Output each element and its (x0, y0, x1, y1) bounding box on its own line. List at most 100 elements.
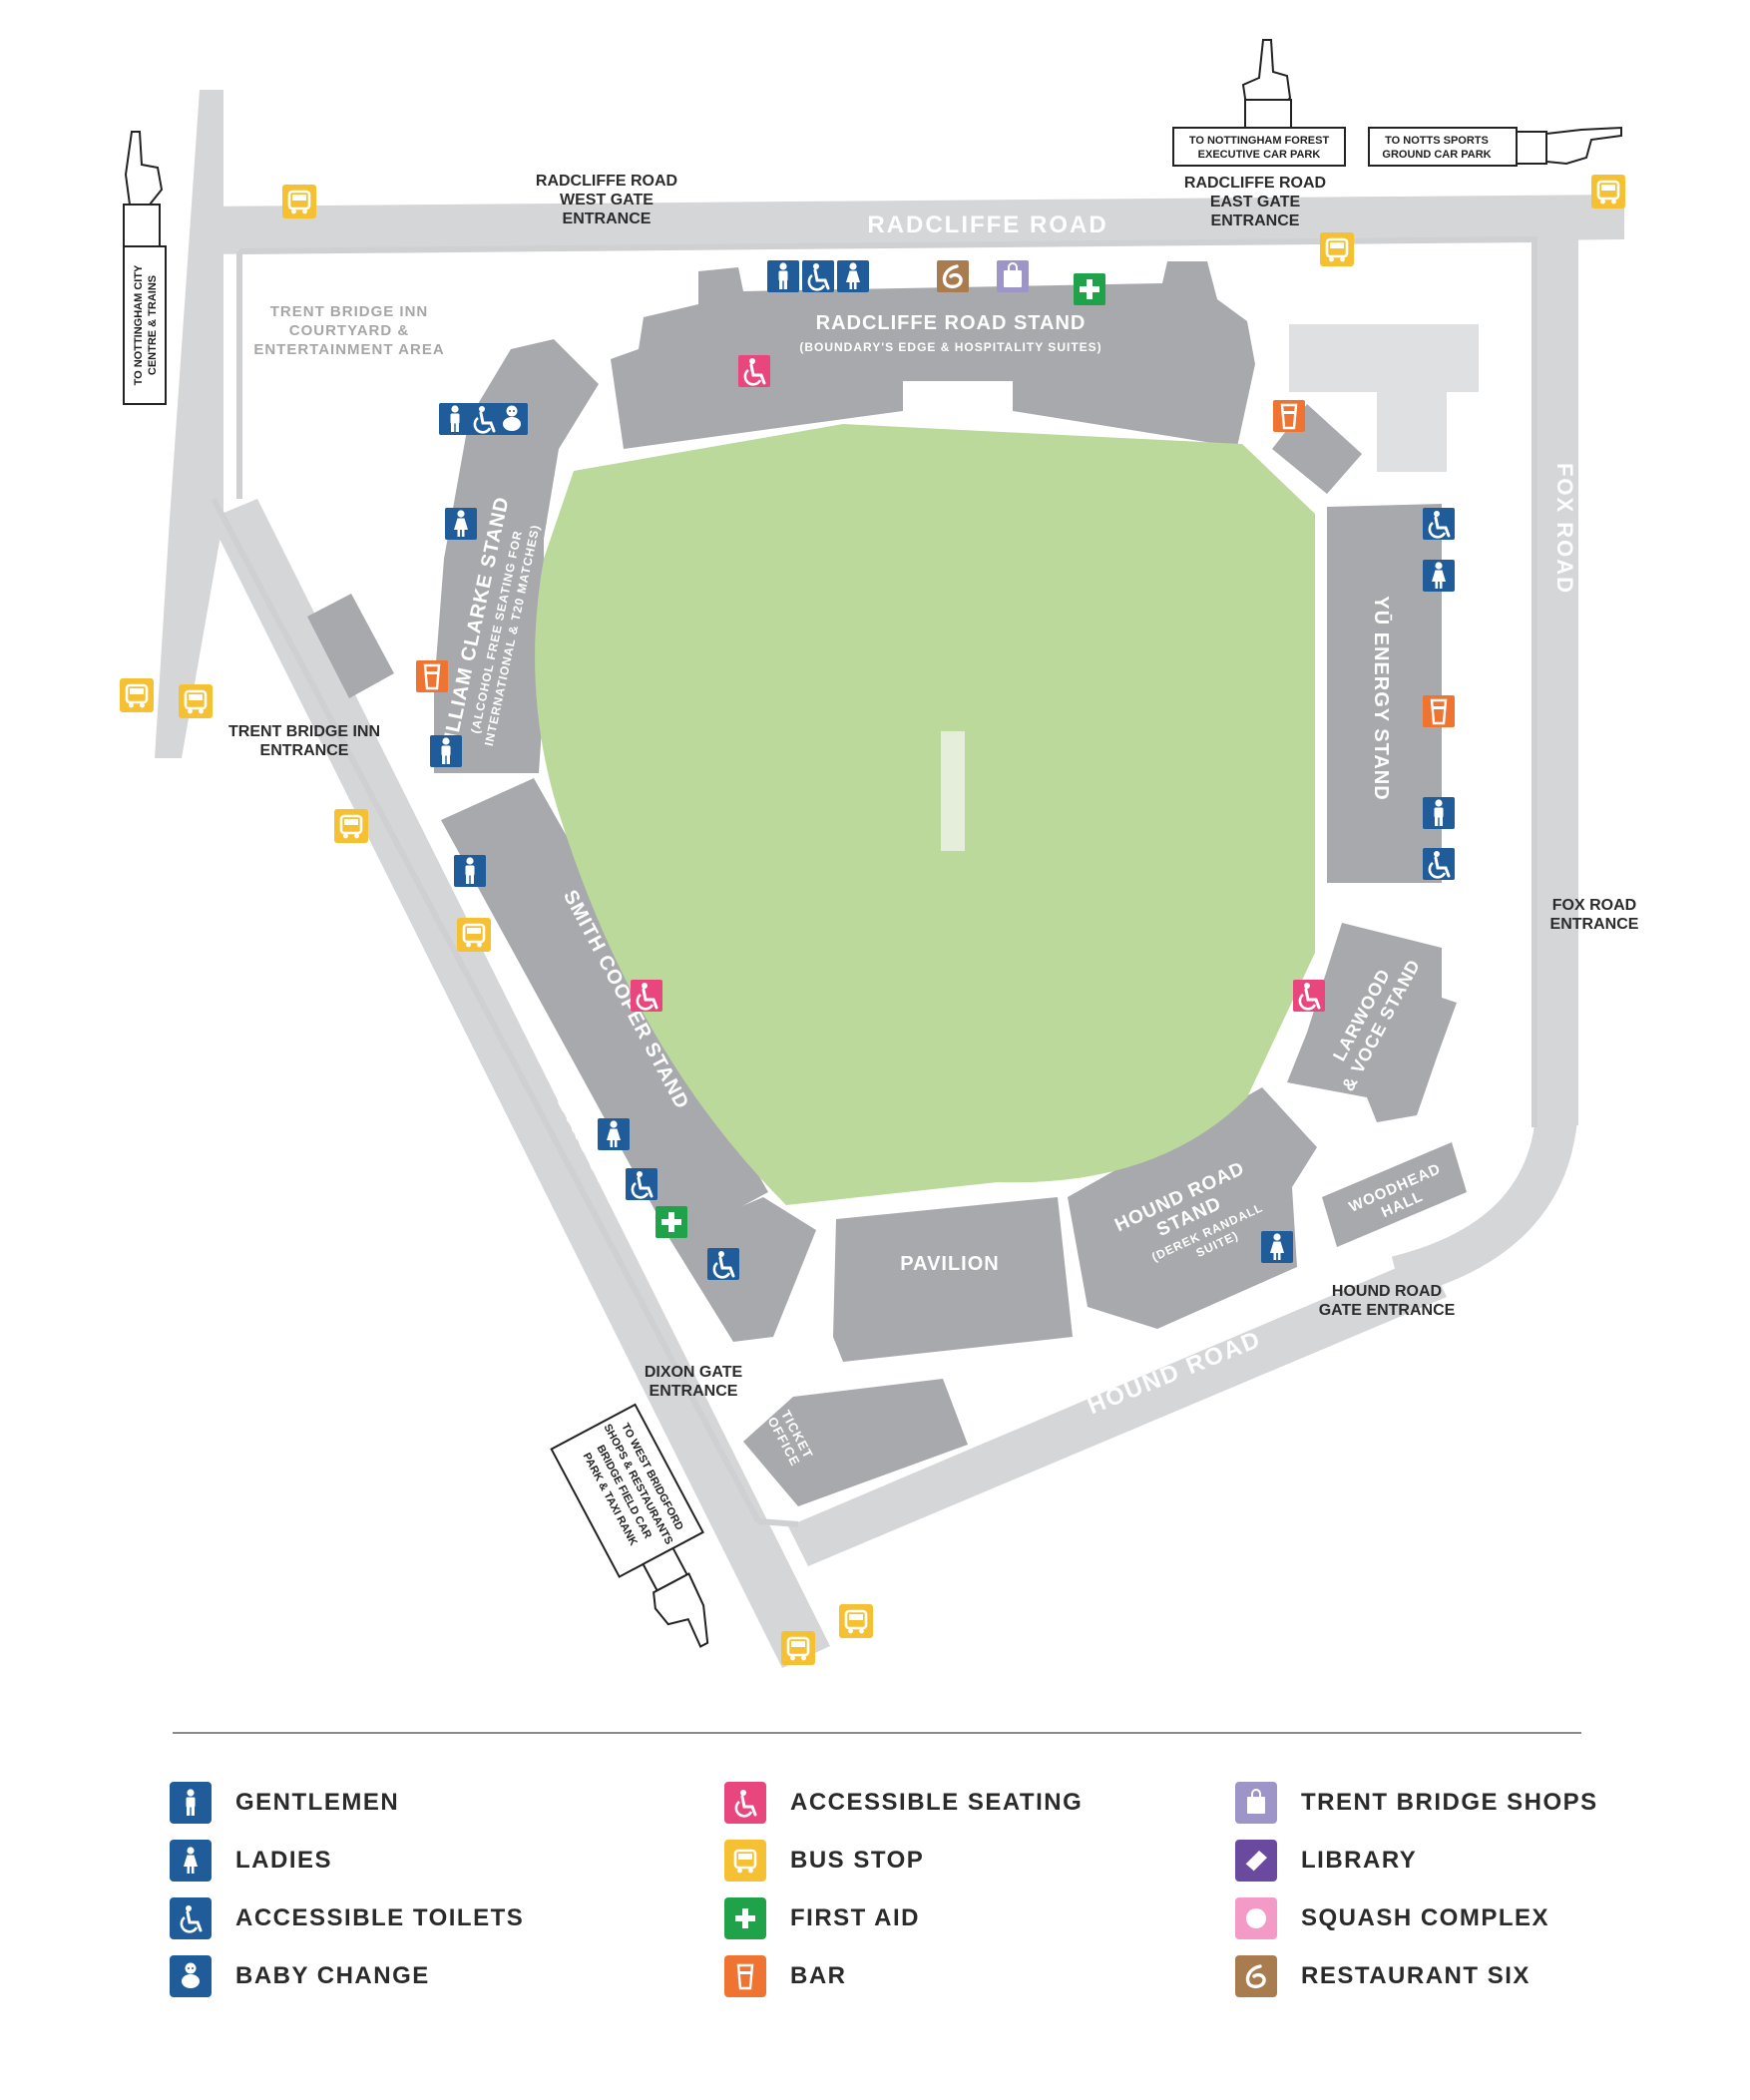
gentlemen-icon[interactable] (430, 735, 462, 767)
squash-ball-icon (1235, 1897, 1277, 1939)
stands (307, 261, 1479, 1506)
bar-icon (724, 1955, 766, 1997)
bus-stop-icon[interactable] (282, 185, 316, 218)
legend-divider (173, 1732, 1581, 1734)
radcliffe-road-stand-sub: (BOUNDARY'S EDGE & HOSPITALITY SUITES) (799, 340, 1101, 354)
accessible-seating-icon[interactable] (1293, 980, 1325, 1012)
bus-stop-icon[interactable] (457, 918, 491, 952)
bus-stop-icon[interactable] (839, 1604, 873, 1638)
first-aid-icon[interactable] (1074, 273, 1105, 305)
legend-label: LADIES (235, 1847, 333, 1874)
legend-column-2: ACCESSIBLE SEATING BUS STOP FIRST AID BA… (724, 1774, 1203, 2005)
legend-item-accessible-seating: ACCESSIBLE SEATING (724, 1774, 1203, 1832)
accessible-seating-icon[interactable] (738, 355, 770, 387)
yu-energy-stand[interactable] (1327, 504, 1442, 883)
building-top-right-2 (1377, 392, 1447, 472)
inn-entrance-label-1: TRENT BRIDGE INN (228, 723, 380, 740)
bus-stop-icon[interactable] (1320, 232, 1354, 266)
gentlemen-icon[interactable] (454, 855, 486, 887)
accessible-toilet-icon[interactable] (802, 260, 834, 292)
dixon-gate-label-2: ENTRANCE (650, 1383, 738, 1400)
shopping-bag-icon[interactable] (997, 260, 1029, 292)
fox-road-label: FOX ROAD (1552, 463, 1577, 595)
legend-item-shops: TRENT BRIDGE SHOPS (1235, 1774, 1714, 1832)
legend-item-library: LIBRARY (1235, 1832, 1714, 1890)
bus-stop-icon[interactable] (781, 1631, 815, 1665)
william-clarke-stand[interactable] (434, 339, 599, 773)
fox-entrance-label-1: FOX ROAD (1552, 897, 1636, 914)
woodhead-hall[interactable] (1322, 1142, 1467, 1247)
legend-column-3: TRENT BRIDGE SHOPS LIBRARY SQUASH COMPLE… (1235, 1774, 1714, 2005)
sign-city-centre: TO NOTTINGHAM CITY CENTRE & TRAINS (123, 131, 167, 405)
accessible-toilet-icon[interactable] (707, 1248, 739, 1280)
inn-area-label-2: COURTYARD & (289, 322, 409, 339)
legend-label: LIBRARY (1301, 1847, 1418, 1874)
ladies-icon[interactable] (1423, 560, 1455, 592)
restaurant-six-icon[interactable] (937, 260, 969, 292)
restaurant-six-icon (1235, 1955, 1277, 1997)
smith-cooper-stand[interactable] (441, 778, 768, 1235)
sign-notts-text-2: GROUND CAR PARK (1382, 149, 1491, 161)
gentlemen-icon[interactable] (1423, 797, 1455, 829)
radcliffe-road-stand[interactable] (611, 261, 1255, 449)
sign-city-text-1: TO NOTTINGHAM CITY (133, 264, 145, 385)
sign-notts-text-1: TO NOTTS SPORTS (1385, 135, 1489, 147)
hound-entrance-label-2: GATE ENTRANCE (1319, 1302, 1456, 1319)
legend-item-bus-stop: BUS STOP (724, 1832, 1203, 1890)
sign-forest-car-park: TO NOTTINGHAM FOREST EXECUTIVE CAR PARK (1172, 39, 1346, 167)
accessible-toilet-icon[interactable] (1423, 508, 1455, 540)
legend-label: ACCESSIBLE TOILETS (235, 1904, 525, 1931)
pointing-hand-icon (653, 1572, 709, 1648)
legend-label: RESTAURANT SIX (1301, 1962, 1531, 1989)
wicket (941, 731, 965, 851)
accessible-toilet-icon[interactable] (626, 1168, 657, 1200)
west-gate-label-3: ENTRANCE (563, 210, 652, 227)
ladies-icon[interactable] (598, 1118, 630, 1150)
legend: GENTLEMEN LADIES ACCESSIBLE TOILETS BABY… (170, 1774, 1596, 2033)
west-gate-label-1: RADCLIFFE ROAD (536, 173, 677, 190)
gentlemen-icon[interactable] (439, 403, 471, 435)
first-aid-icon[interactable] (656, 1206, 687, 1238)
hound-entrance-label-1: HOUND ROAD (1332, 1283, 1442, 1300)
sign-forest-text-2: EXECUTIVE CAR PARK (1198, 149, 1321, 161)
legend-item-squash: SQUASH COMPLEX (1235, 1890, 1714, 1947)
bus-stop-icon[interactable] (179, 684, 213, 718)
east-gate-label-2: EAST GATE (1210, 194, 1301, 210)
shopping-bag-icon (1235, 1782, 1277, 1824)
east-gate-label-1: RADCLIFFE ROAD (1184, 175, 1326, 192)
gentlemen-icon[interactable] (767, 260, 799, 292)
accessible-seating-icon (724, 1782, 766, 1824)
bar-icon[interactable] (1273, 400, 1305, 432)
baby-change-icon[interactable] (496, 403, 528, 435)
bus-stop-icon[interactable] (334, 809, 368, 843)
larwood-voce-stand[interactable] (1287, 923, 1457, 1122)
sign-forest-text-1: TO NOTTINGHAM FOREST (1189, 135, 1330, 147)
hound-road-stand[interactable] (1068, 1087, 1317, 1329)
gentlemen-icon (170, 1782, 212, 1824)
legend-label: FIRST AID (790, 1904, 920, 1931)
bar-icon[interactable] (416, 660, 448, 692)
east-gate-label-3: ENTRANCE (1211, 212, 1300, 229)
dixon-gate-label-1: DIXON GATE (645, 1364, 743, 1381)
accessible-toilet-icon (170, 1897, 212, 1939)
map-markers (120, 175, 1625, 1665)
ladies-icon[interactable] (837, 260, 869, 292)
inn-area-label-3: ENTERTAINMENT AREA (253, 341, 444, 358)
pavilion[interactable] (833, 1197, 1073, 1362)
ladies-icon[interactable] (445, 508, 477, 540)
accessible-seating-icon[interactable] (631, 980, 662, 1012)
ticket-office[interactable] (743, 1379, 968, 1506)
bar-icon[interactable] (1423, 695, 1455, 727)
accessible-toilet-icon[interactable] (468, 403, 500, 435)
ladies-icon[interactable] (1261, 1231, 1293, 1263)
bus-stop-icon[interactable] (120, 678, 154, 712)
legend-label: BUS STOP (790, 1847, 925, 1874)
pointing-hand-icon (124, 131, 164, 206)
legend-label: BAR (790, 1962, 847, 1989)
ground-map: RADCLIFFE ROAD FOX ROAD HOUND ROAD BRIDG… (120, 39, 1639, 1668)
bus-stop-icon[interactable] (1591, 175, 1625, 209)
legend-label: ACCESSIBLE SEATING (790, 1789, 1084, 1816)
legend-item-bar: BAR (724, 1947, 1203, 2005)
accessible-toilet-icon[interactable] (1423, 848, 1455, 880)
legend-item-first-aid: FIRST AID (724, 1890, 1203, 1947)
